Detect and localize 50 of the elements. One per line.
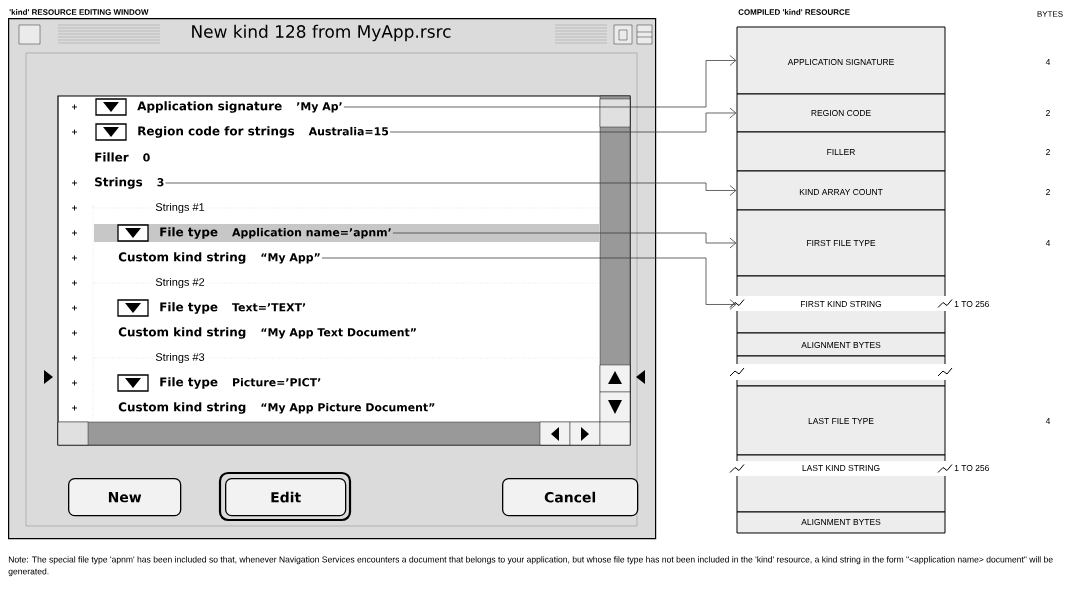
record-field: FIRST FILE TYPE [736, 209, 946, 277]
field-value: 3 [157, 178, 164, 187]
field-label: Custom kind string [118, 327, 246, 339]
arrow [165, 182, 737, 196]
field-value: Text=’TEXT’ [232, 303, 306, 312]
arrow [321, 257, 737, 310]
field-label: Filler [95, 152, 129, 162]
push-button: New [68, 478, 182, 517]
field-value: “My App Text Document” [261, 328, 416, 339]
record-field: ALIGNMENT BYTES [736, 511, 946, 534]
byte-count: 1 TO 256 [954, 465, 989, 471]
record-field: FIRST KIND STRING [729, 275, 953, 334]
push-button: Edit [218, 471, 352, 522]
note-text: Note: The special file type 'apnm' has been included so that, whenever Navigation Services encounters a document that belongs to your application, but whose file type has not been included in the 'kind' resource, a kind string in the form "<application name> document" will be generated. [8, 556, 1053, 577]
byte-count: 4 [1045, 240, 1051, 246]
field-label: Custom kind string [118, 252, 246, 264]
field-label: Application signature [137, 101, 282, 113]
push-button: Cancel [502, 478, 639, 517]
field-value: Australia=15 [308, 126, 389, 136]
byte-count: 2 [1046, 149, 1050, 155]
record-field: KIND ARRAY COUNT [736, 170, 946, 211]
byte-count: 4 [1045, 418, 1051, 424]
field-value: Application name=’apnm’ [232, 227, 391, 239]
arrow [392, 232, 737, 249]
field-label: File type [160, 227, 218, 239]
field-label: File type [160, 377, 218, 389]
field-label: Strings [95, 177, 143, 189]
field-label: Region code for strings [138, 126, 295, 138]
byte-count: 2 [1046, 110, 1050, 116]
arrow [343, 55, 737, 108]
arrow [389, 107, 737, 133]
field-value: “My App” [261, 253, 320, 264]
field-value: “My App Picture Document” [261, 402, 435, 414]
field-value: Picture=’PICT’ [233, 377, 321, 387]
record-field: ALIGNMENT BYTES [736, 332, 946, 357]
record-field: REGION CODE [736, 93, 946, 133]
field-label: Custom kind string [118, 402, 246, 414]
record-field: APPLICATION SIGNATURE [736, 26, 946, 95]
group-heading: Strings #2 [155, 277, 205, 289]
record-field: LAST KIND STRING [729, 454, 953, 513]
break-band [729, 355, 953, 387]
group-heading: Strings #1 [155, 202, 205, 214]
group-heading: Strings #3 [155, 352, 205, 364]
field-label: File type [160, 302, 218, 314]
field-value: 0 [143, 153, 150, 162]
byte-count: 1 TO 256 [954, 301, 989, 307]
record-field: FILLER [736, 131, 946, 172]
byte-count: 2 [1046, 189, 1050, 195]
field-value: ’My Ap’ [296, 102, 342, 113]
byte-count: 4 [1045, 59, 1051, 65]
